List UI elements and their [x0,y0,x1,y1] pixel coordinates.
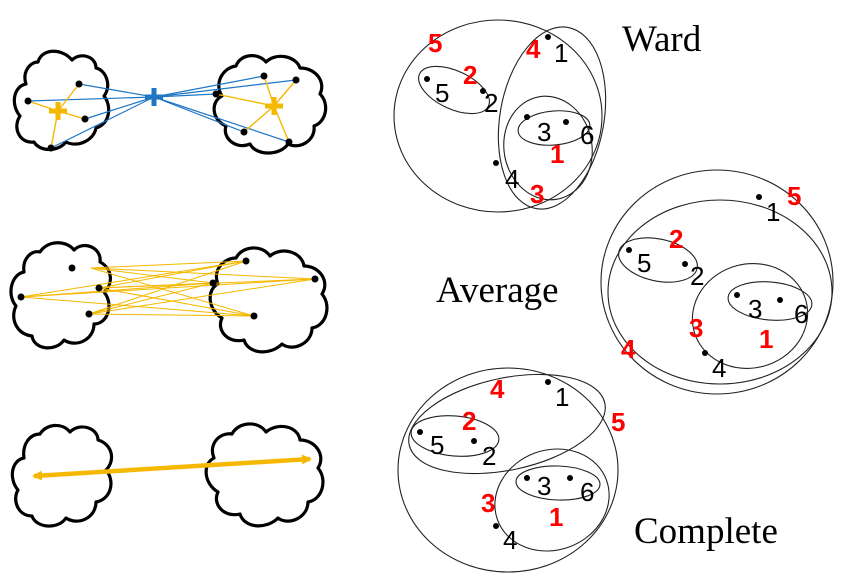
average-links [20,260,316,317]
ward-merge-5: 5 [428,28,442,58]
cluster-blob-left-3 [10,423,114,528]
average-point-1: 1 [766,197,780,227]
ward-point-5: 5 [435,78,449,108]
complete-merge-2: 2 [462,406,476,436]
ward-merge-3: 3 [530,179,544,209]
cluster-blob-right-1 [212,54,328,155]
cluster-blob-left-2 [9,241,112,350]
centroid-plus-icon [145,88,163,106]
average-merge-4: 4 [621,334,636,364]
average-merge-1: 1 [759,324,773,354]
centroid-links [27,75,297,149]
ward-point-6: 6 [580,120,594,150]
complete-merge-5: 5 [611,407,625,437]
complete-merge-4: 4 [490,374,505,404]
complete-point-5: 5 [430,430,444,460]
ward-merge-2: 2 [463,60,477,90]
ward-point-1: 1 [554,38,568,68]
average-points [17,257,319,320]
complete-point-2: 2 [482,441,496,471]
ward-point-3: 3 [537,117,551,147]
average-cluster-diagram: 1 2 3 4 5 6 5 2 3 1 4 Average [436,169,834,395]
cluster-centroid-links [27,75,297,149]
complete-merge-3: 3 [481,488,495,518]
average-point-6: 6 [794,299,808,329]
ward-illustration [12,49,328,155]
complete-point-3: 3 [537,471,551,501]
complete-point-6: 6 [580,477,594,507]
ward-point-4: 4 [505,164,519,194]
average-illustration [9,241,329,354]
average-point-4: 4 [712,353,726,383]
complete-point-1: 1 [555,382,569,412]
method-label-ward: Ward [622,19,702,60]
cluster-blob-right-3 [204,422,325,528]
cluster-blob-left-1 [12,49,111,152]
average-merge-2: 2 [669,224,683,254]
average-point-2: 2 [690,261,704,291]
average-merge-3: 3 [689,313,703,343]
average-point-3: 3 [748,294,762,324]
complete-illustration [10,422,325,528]
complete-point-4: 4 [503,525,517,555]
ward-merge-1: 1 [550,139,564,169]
cluster-blob-right-2 [208,246,329,354]
ward-cluster-diagram: 1 2 3 4 5 6 5 4 2 1 3 Ward [393,19,702,213]
cluster-centroid-plus-icon [49,97,283,120]
average-merge-5: 5 [787,181,801,211]
ward-merge-4: 4 [526,34,541,64]
average-point-5: 5 [637,248,651,278]
method-label-complete: Complete [634,511,778,552]
complete-merge-1: 1 [549,502,563,532]
ward-points [24,72,300,152]
ward-point-2: 2 [484,88,498,118]
double-arrow-icon [32,454,312,481]
method-label-average: Average [436,270,559,311]
complete-cluster-diagram: 1 2 3 4 5 6 4 2 5 3 1 Complete [397,367,778,573]
